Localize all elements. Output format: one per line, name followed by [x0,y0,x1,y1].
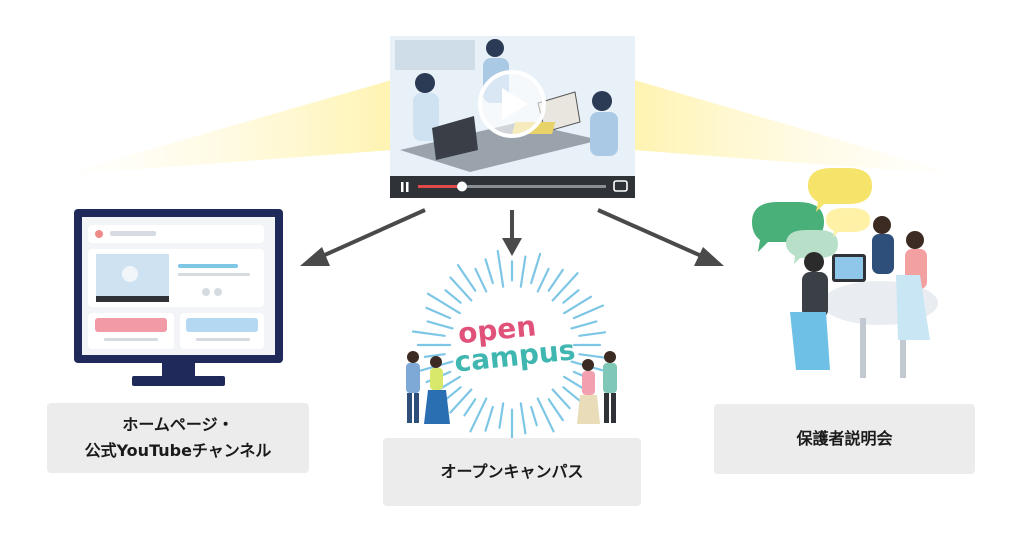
burst-ray [484,405,494,432]
burst-ray [469,397,488,433]
burst-ray [444,289,462,304]
label-open-campus: オープンキャンパス [383,438,641,506]
burst-ray [474,267,488,293]
burst-ray [496,249,505,288]
pause-icon [401,182,409,192]
burst-ray [530,405,538,427]
burst-ray [551,272,579,302]
burst-ray [519,402,527,435]
label-parents-briefing: 保護者説明会 [714,404,975,474]
burst-ray [519,255,527,288]
progress-fill [418,185,462,188]
play-icon [478,70,546,138]
burst-ray [425,306,452,320]
progress-handle [457,181,467,192]
speech-bubbles [752,168,872,264]
burst-ray [423,353,446,358]
label-homepage-line2: 公式YouTubeチャンネル [84,441,272,460]
arrow-right [597,208,724,266]
burst-ray [536,397,555,433]
arrow-left [300,208,426,266]
burst-ray [463,398,477,417]
label-homepage-youtube: ホームページ・ 公式YouTubeチャンネル [47,403,309,473]
burst-ray [578,331,607,337]
burst-ray [547,268,564,292]
glow-right [634,80,960,175]
fullscreen-icon [613,180,628,192]
burst-ray [498,402,505,429]
burst-ray [578,353,607,359]
burst-ray [536,267,550,293]
burst-ray [449,276,473,302]
logo-word-open: open [456,309,537,350]
burst-ray [426,292,461,315]
burst-ray [547,398,564,422]
arrow-center [502,210,522,256]
burst-ray [449,388,473,414]
label-parents-text: 保護者説明会 [796,429,893,448]
burst-ray [426,320,454,330]
burst-ray [411,330,446,337]
label-open-campus-text: オープンキャンパス [440,462,584,481]
glow-left [60,80,392,175]
burst-ray [572,304,605,320]
burst-ray [530,252,542,285]
burst-ray [484,258,494,285]
burst-ray [570,320,598,330]
burst-ray [562,289,580,304]
people-left [406,351,450,424]
progress-track [418,185,606,188]
burst-ray [563,295,593,315]
burst-ray [551,388,571,410]
burst-ray [456,263,477,292]
people-right [577,351,617,424]
label-homepage-line1: ホームページ・ [122,415,234,434]
